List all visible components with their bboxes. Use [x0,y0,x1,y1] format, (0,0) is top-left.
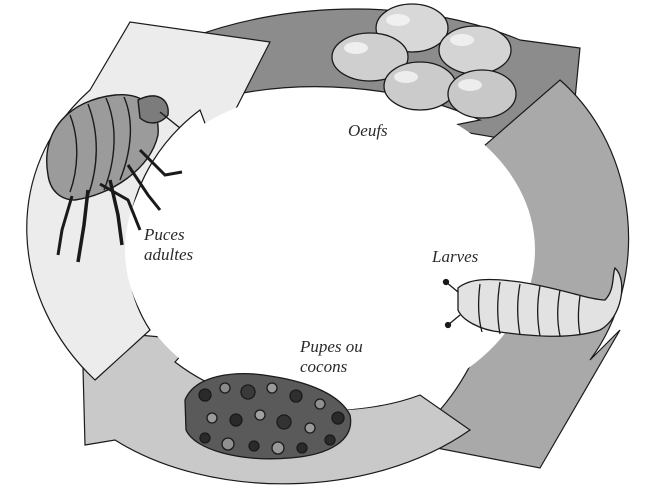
label-adults-line2: adultes [144,245,193,264]
label-eggs-line1: Oeufs [348,121,388,140]
label-pupae-line1: Pupes ou [299,337,363,356]
label-eggs: Oeufs [348,121,388,140]
label-adults: Puces adultes [143,225,193,264]
label-pupae-line2: cocons [300,357,348,376]
label-larvae: Larves [431,247,479,266]
label-adults-line1: Puces [143,225,185,244]
label-larvae-line1: Larves [431,247,479,266]
